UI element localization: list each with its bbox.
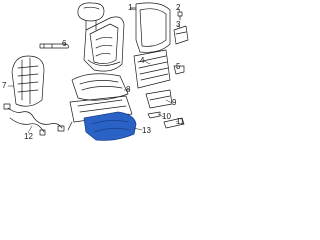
lumbar-support: [133, 49, 171, 89]
callout-2: 2: [176, 3, 181, 12]
seat-cushion: [71, 73, 129, 101]
headrest: [77, 2, 105, 31]
side-trim: [145, 89, 173, 109]
seatback-cushion: [11, 55, 45, 107]
callout-7: 7: [2, 81, 7, 90]
callout-9: 9: [172, 98, 177, 107]
callout-4: 4: [140, 56, 145, 65]
small-clip: [147, 111, 161, 119]
highlighted-part: [83, 111, 137, 141]
bracket-part: [173, 65, 185, 75]
callout-13: 13: [142, 126, 151, 135]
callout-6: 6: [62, 39, 67, 48]
seatback-frame: [83, 16, 125, 72]
exploded-view-illustration: [3, 2, 189, 141]
seat-parts-diagram: 1 2 3 4 5 6 7 8 9 10 11 12 13: [0, 0, 200, 147]
wiring-harness: [3, 103, 65, 136]
callout-5: 5: [176, 62, 181, 71]
callout-12: 12: [24, 132, 33, 141]
side-panel: [173, 25, 189, 45]
callout-11: 11: [176, 117, 185, 126]
callout-10: 10: [162, 112, 171, 121]
leader-lines: [7, 7, 181, 134]
callout-8: 8: [126, 85, 131, 94]
clip-part: [177, 11, 183, 21]
back-panel: [129, 2, 171, 53]
callout-3: 3: [176, 20, 181, 29]
callout-1: 1: [128, 3, 133, 12]
trim-piece: [163, 117, 185, 129]
